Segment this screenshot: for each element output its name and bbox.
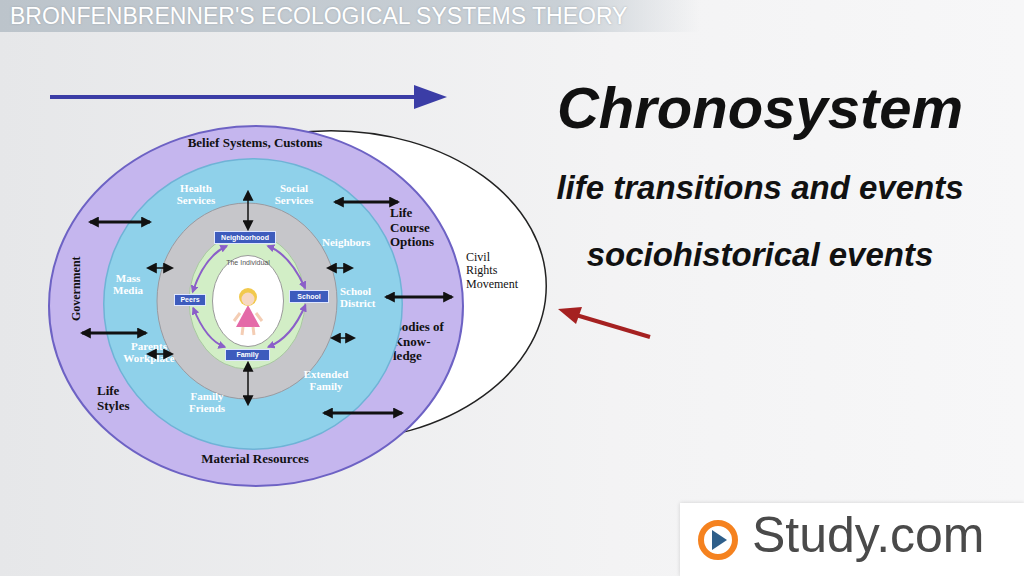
ellipse-shape (49, 126, 463, 486)
child-leg (242, 327, 243, 335)
box-label: Neighborhood (215, 232, 275, 243)
layer-label: Family Friends (182, 390, 232, 415)
child-leg (253, 327, 254, 335)
microsystem-box: School (289, 290, 329, 303)
logo-icon (680, 503, 760, 576)
child-arm (234, 313, 240, 321)
interaction-connector (268, 246, 305, 288)
interaction-connector (268, 305, 305, 347)
layer-label: Mass Media (106, 272, 150, 297)
microsystem-box: Family (225, 349, 270, 361)
box-label: Peers (175, 295, 205, 305)
layer-label: Belief Systems, Customs (150, 136, 360, 151)
layer-label: Government (70, 244, 83, 334)
layer-label: Life Course Options (390, 206, 444, 250)
child-arm (256, 313, 262, 321)
layer-label: Health Services (170, 182, 222, 207)
box-label: School (290, 291, 328, 302)
ellipse-shape (213, 256, 284, 347)
logo-ring (701, 523, 735, 557)
title-bar: BRONFENBRENNER'S ECOLOGICAL SYSTEMS THEO… (0, 0, 700, 32)
microsystem-box: Peers (174, 294, 206, 306)
layer-label: Neighbors (322, 236, 386, 248)
logo-play (712, 530, 727, 550)
pointer-arrow (576, 315, 650, 337)
slide-subheading: life transitions and events (530, 170, 990, 207)
slide-title: BRONFENBRENNER'S ECOLOGICAL SYSTEMS THEO… (10, 0, 627, 32)
slide-heading: Chronosystem (540, 76, 980, 141)
interaction-connector (193, 246, 227, 292)
timeline-arrow-head (414, 85, 447, 109)
pointer-arrow-head (558, 307, 582, 324)
layer-label: Parents Workplace (118, 340, 180, 365)
box-label: Family (226, 350, 269, 360)
layer-label: Civil Rights Movement (466, 251, 520, 291)
child-face (242, 293, 255, 306)
layer-label: School District (340, 285, 386, 310)
layer-label: The Individual (222, 259, 274, 267)
microsystem-box: Neighborhood (214, 231, 276, 244)
timeline-arrow (50, 95, 418, 99)
layer-label: Extended Family (298, 368, 354, 393)
individual-ellipse: The Individual (212, 255, 284, 347)
child-figure (234, 288, 262, 335)
exosystem-ellipse: Health Services Social ServicesMass Media… (103, 158, 403, 450)
macrosystem-ellipse: Belief Systems, CustomsGovernment Life Co… (48, 125, 464, 487)
interaction-connector (193, 308, 225, 347)
ellipse-shape (104, 159, 403, 450)
individual-ellipse-outline (212, 255, 284, 347)
microsystem-ring (189, 233, 305, 369)
layer-label: Social Services (268, 182, 320, 207)
logo-wordmark: Study.com (752, 507, 1014, 563)
child-hair (239, 288, 257, 306)
ellipse-shape (116, 131, 547, 442)
slide-subheading: sociohistorical events (530, 237, 990, 274)
layer-label: Bodies of Know- ledge (393, 320, 457, 364)
layer-label: Material Resources (160, 452, 350, 467)
